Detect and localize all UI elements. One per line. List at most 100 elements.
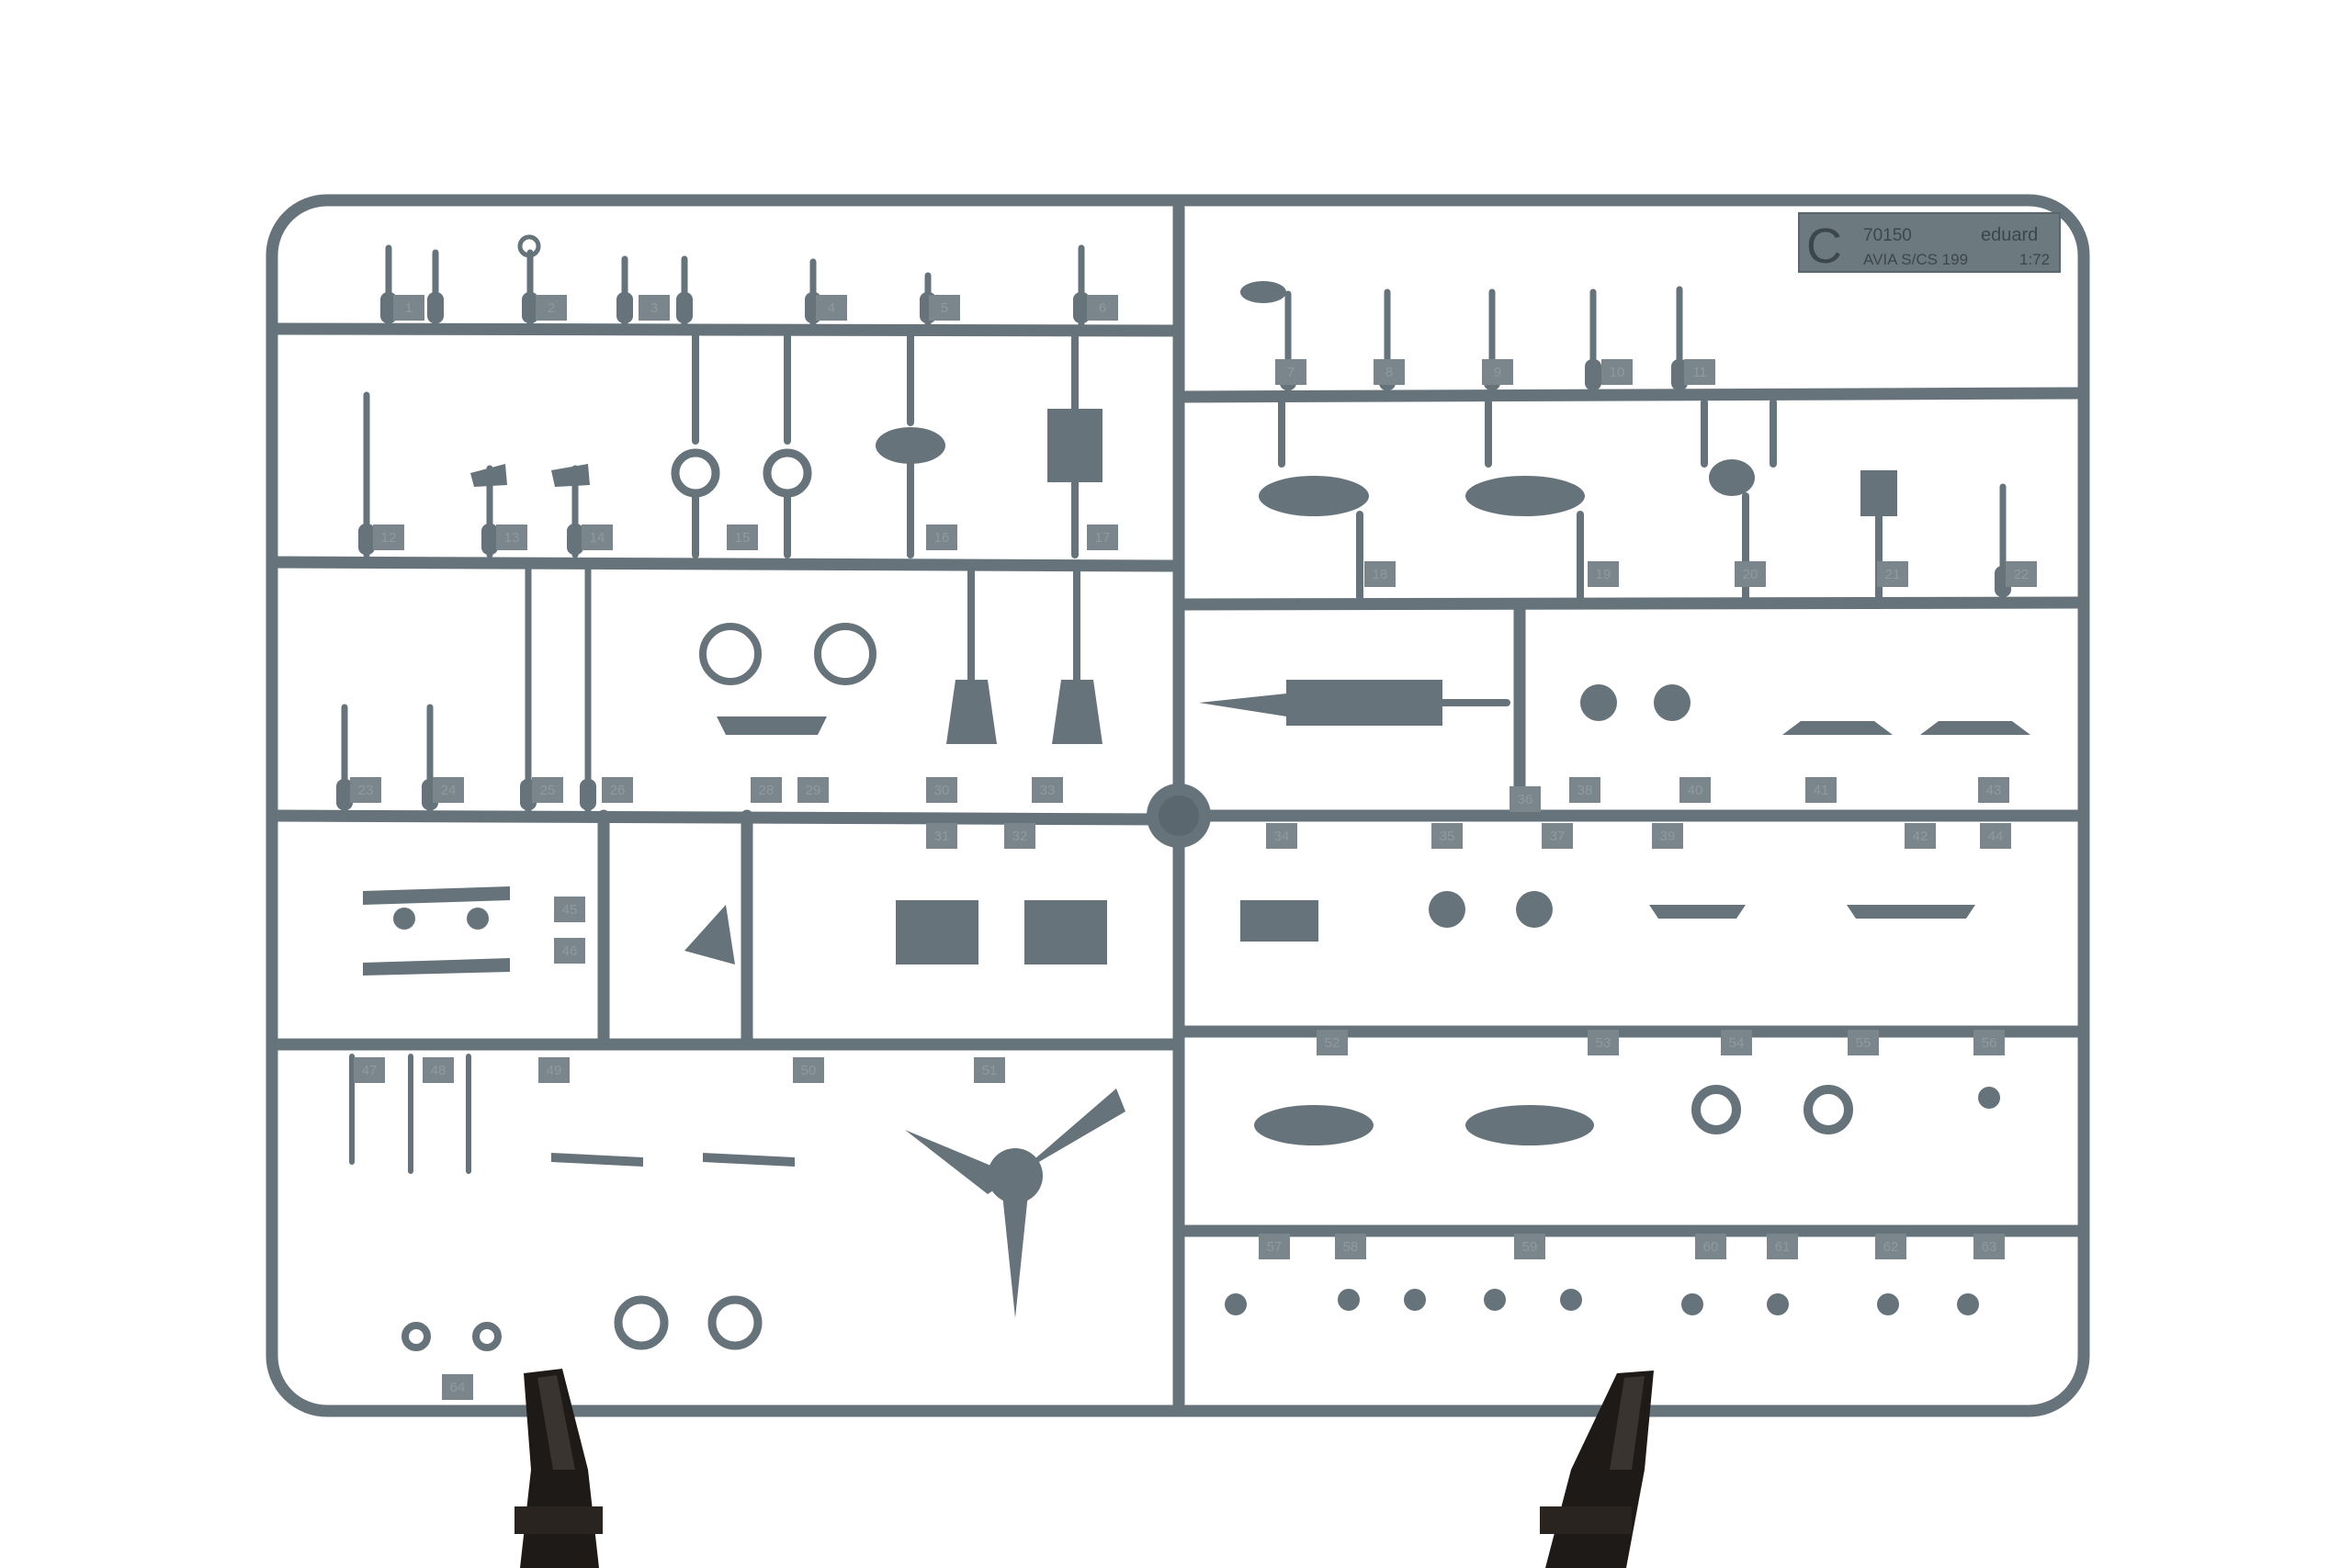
part-number-plate — [1735, 561, 1766, 587]
part-number-text: 11 — [1692, 365, 1707, 380]
part-number-text: 9 — [1494, 365, 1501, 380]
part-number-text: 17 — [1095, 530, 1111, 546]
part-number-plate — [926, 823, 957, 849]
ring-part — [614, 1295, 669, 1350]
round-part — [1877, 1293, 1899, 1315]
part-number-text: 1 — [405, 300, 413, 316]
part-number-37: 37 — [1542, 823, 1573, 849]
part-number-text: 52 — [1325, 1035, 1340, 1051]
sprue-gate — [1147, 784, 1211, 848]
part-number-plate — [797, 777, 829, 803]
part-number-2: 2 — [536, 295, 567, 321]
part-number-plate — [1087, 525, 1118, 550]
part-number-21: 21 — [1877, 561, 1908, 587]
bomb-part — [1465, 476, 1585, 516]
part-number-plate — [926, 777, 957, 803]
part-number-text: 38 — [1577, 783, 1593, 798]
part-number-23: 23 — [350, 777, 381, 803]
post-part — [616, 292, 633, 323]
post-part — [522, 292, 538, 323]
part-number-text: 39 — [1660, 829, 1676, 844]
part-number-7: 7 — [1275, 359, 1306, 385]
tub-spigot — [1199, 694, 1286, 716]
rudder-panel — [896, 900, 978, 964]
part-number-text: 28 — [759, 783, 775, 798]
part-number-plate — [496, 525, 527, 550]
part-number-text: 3 — [650, 300, 658, 316]
part-number-text: 31 — [934, 829, 950, 844]
round-part — [1404, 1289, 1426, 1311]
part-number-text: 46 — [562, 943, 578, 959]
part-number-text: 10 — [1610, 365, 1625, 380]
part-number-9: 9 — [1482, 359, 1513, 385]
ring-part — [1691, 1085, 1741, 1134]
part-number-plate — [816, 295, 847, 321]
gear-fork — [684, 905, 735, 964]
part-number-text: 44 — [1988, 829, 2004, 844]
part-number-31: 31 — [926, 823, 957, 849]
part-number-text: 22 — [2014, 567, 2030, 582]
part-number-plate — [442, 1374, 473, 1400]
part-number-text: 24 — [441, 783, 457, 798]
part-number-text: 2 — [548, 300, 555, 316]
part-number-plate — [1767, 1234, 1798, 1259]
ring-part — [699, 623, 762, 685]
part-number-text: 30 — [934, 783, 950, 798]
part-number-text: 33 — [1040, 783, 1056, 798]
tag-letter: C — [1806, 219, 1842, 274]
part-number-text: 5 — [941, 300, 948, 316]
part-number-32: 32 — [1004, 823, 1035, 849]
part-number-plate — [536, 295, 567, 321]
part-number-plate — [433, 777, 464, 803]
round-part — [1978, 1087, 2000, 1109]
part-number-plate — [1905, 823, 1936, 849]
post-part — [1073, 292, 1090, 323]
part-number-38: 38 — [1569, 777, 1600, 803]
part-number-20: 20 — [1735, 561, 1766, 587]
part-number-44: 44 — [1980, 823, 2011, 849]
drop-tank-small — [876, 427, 945, 464]
holding-clip-right — [1540, 1371, 1654, 1568]
part-number-text: 19 — [1596, 567, 1611, 582]
part-number-plate — [1259, 1234, 1290, 1259]
part-number-plate — [1431, 823, 1463, 849]
cockpit-tub — [1286, 680, 1442, 726]
part-number-53: 53 — [1588, 1030, 1619, 1055]
ski-part — [1847, 905, 1975, 919]
part-number-36: 36 — [1510, 786, 1541, 812]
part-number-42: 42 — [1905, 823, 1936, 849]
ring-part — [707, 1295, 763, 1350]
part-number-text: 18 — [1373, 567, 1388, 582]
part-number-text: 48 — [431, 1063, 447, 1078]
part-number-56: 56 — [1973, 1030, 2005, 1055]
part-number-plate — [639, 295, 670, 321]
wing-strut — [1920, 721, 2030, 735]
part-number-59: 59 — [1514, 1234, 1545, 1259]
part-number-text: 32 — [1012, 829, 1028, 844]
round-part — [1484, 1289, 1506, 1311]
part-number-1: 1 — [393, 295, 424, 321]
part-number-58: 58 — [1335, 1234, 1366, 1259]
part-number-12: 12 — [373, 525, 404, 550]
small-panel — [1860, 470, 1897, 516]
part-number-plate — [1973, 1234, 2005, 1259]
part-number-48: 48 — [423, 1057, 454, 1083]
part-number-plate — [602, 777, 633, 803]
part-number-text: 13 — [504, 530, 520, 546]
part-number-plate — [1004, 823, 1035, 849]
strut-part — [551, 1153, 643, 1167]
part-number-plate — [1032, 777, 1063, 803]
seat-part — [551, 464, 590, 487]
post-part — [1585, 359, 1601, 390]
part-number-plate — [1275, 359, 1306, 385]
part-number-33: 33 — [1032, 777, 1063, 803]
part-number-text: 60 — [1703, 1239, 1719, 1255]
part-number-plate — [2006, 561, 2037, 587]
part-number-text: 43 — [1986, 783, 2002, 798]
part-number-text: 6 — [1099, 300, 1106, 316]
part-number-26: 26 — [602, 777, 633, 803]
part-number-plate — [1805, 777, 1837, 803]
runner-left-2 — [269, 556, 1182, 572]
